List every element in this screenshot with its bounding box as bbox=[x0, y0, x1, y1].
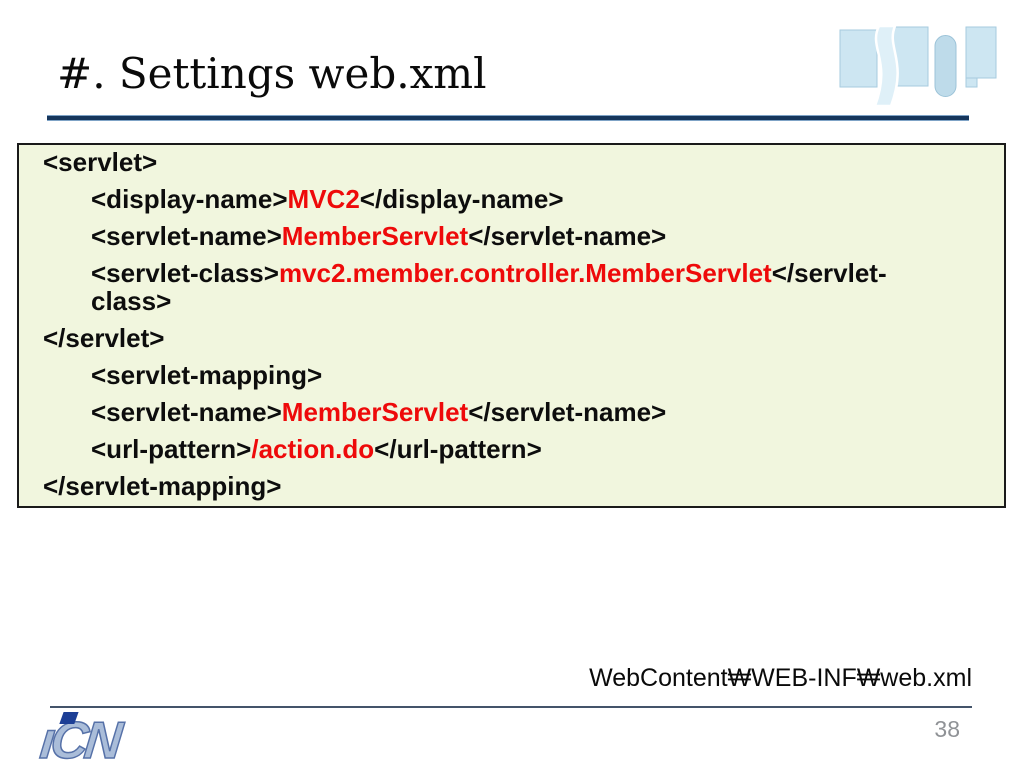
file-path-caption: WebContent₩WEB-INF₩web.xml bbox=[589, 664, 972, 692]
university-emblem-icon bbox=[835, 20, 1003, 108]
code-line: <servlet-name>MemberServlet</servlet-nam… bbox=[91, 397, 667, 427]
slide-title: #. Settings web.xml bbox=[57, 49, 487, 98]
code-box: <servlet> <display-name>MVC2</display-nam… bbox=[17, 143, 1006, 508]
icn-logo-icon: ıCN bbox=[34, 708, 144, 768]
page-number: 38 bbox=[934, 716, 960, 742]
code-line: </servlet-mapping> bbox=[43, 471, 282, 501]
code-line: <display-name>MVC2</display-name> bbox=[91, 184, 564, 214]
code-line: </servlet> bbox=[43, 323, 165, 353]
svg-text:ıCN: ıCN bbox=[37, 712, 126, 764]
code-line: <servlet> bbox=[43, 147, 158, 177]
code-line: <servlet-class>mvc2.member.controller.Me… bbox=[91, 258, 887, 316]
footer-divider bbox=[50, 706, 972, 708]
code-line: <servlet-mapping> bbox=[91, 360, 323, 390]
title-underline bbox=[47, 115, 969, 121]
code-line: <servlet-name>MemberServlet</servlet-nam… bbox=[91, 221, 667, 251]
code-line: <url-pattern>/action.do</url-pattern> bbox=[91, 434, 542, 464]
